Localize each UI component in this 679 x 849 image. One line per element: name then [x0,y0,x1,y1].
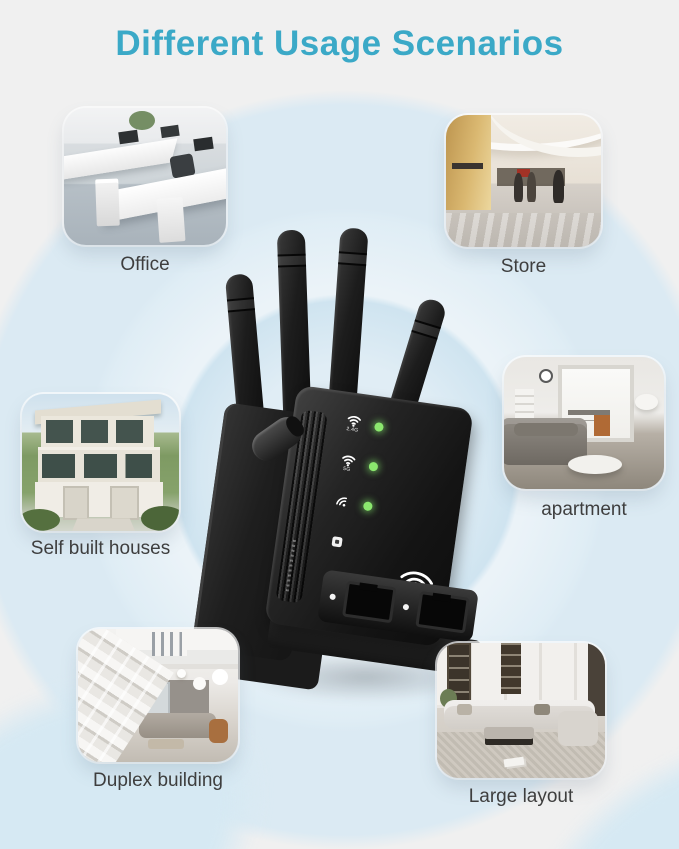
ethernet-port-2 [414,590,470,634]
indicator-row-5g: 5G [337,442,432,494]
indicator-panel: 2.4G 5G [320,402,437,613]
port-led-2 [402,603,409,611]
self-built-houses-label: Self built houses [30,538,171,559]
large-layout-label: Large layout [468,786,574,807]
apartment-photo [504,357,664,489]
scenario-card-large-layout [437,643,605,778]
page-title: Different Usage Scenarios [115,24,564,63]
led-2-4g [373,421,385,432]
scenario-card-store [446,115,601,247]
large-layout-photo [437,643,605,778]
led-signal [362,500,373,511]
store-photo [446,115,601,247]
scenario-card-duplex-building [78,629,238,762]
duplex-building-photo [78,629,238,762]
self-built-houses-photo [22,394,179,531]
led-5g [368,461,379,472]
apartment-label: apartment [541,499,627,520]
wifi-5g-icon: 5G [338,452,357,473]
signal-strength-icon [332,493,353,512]
scenario-card-self-built-houses [22,394,179,531]
indicator-row-signal [331,481,426,533]
scenario-card-office [64,108,226,245]
indicator-row-2-4g: 2.4G [342,402,437,454]
port-led-1 [328,593,336,601]
office-label: Office [120,254,170,275]
scenario-card-apartment [504,357,664,489]
office-photo [64,108,226,245]
ethernet-port-1 [341,580,397,624]
duplex-building-label: Duplex building [93,770,223,791]
wifi-2-4g-icon: 2.4G [344,412,363,433]
wps-icon [327,536,345,548]
store-label: Store [500,256,547,277]
